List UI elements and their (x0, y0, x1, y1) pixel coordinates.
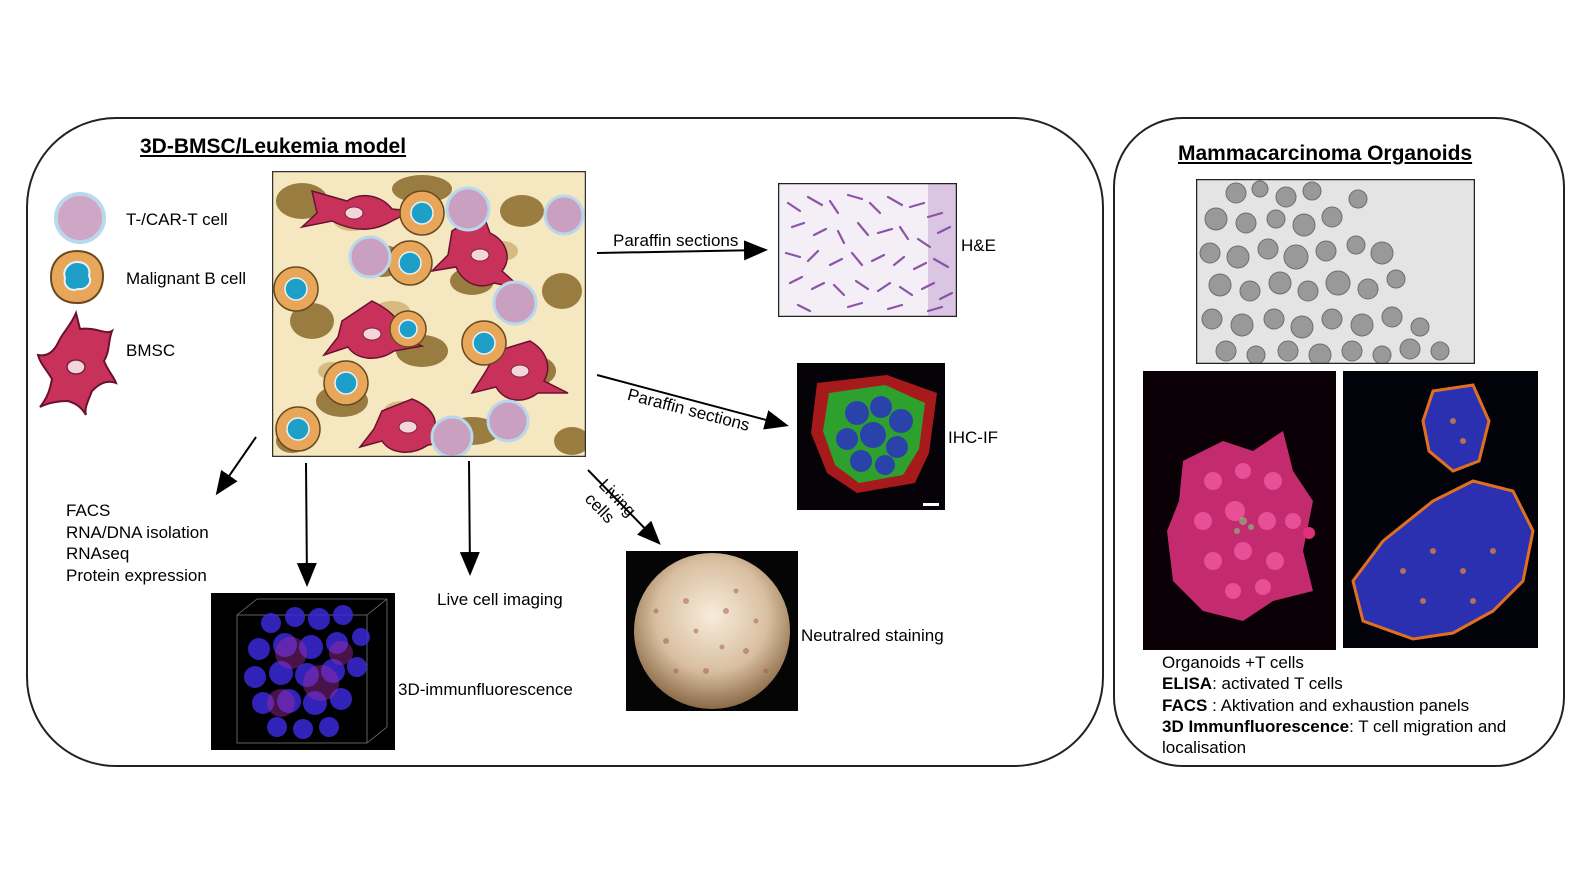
organoid-3d-if-image (1343, 371, 1538, 648)
assay-item: RNA/DNA isolation (66, 522, 209, 542)
arrow-to-neutralred (587, 469, 661, 545)
legend-label-bmsc: BMSC (126, 341, 176, 360)
caption-term-3d-if: 3D Immunfluorescence (1162, 716, 1350, 736)
organoids-title: Mammacarcinoma Organoids (1178, 142, 1473, 165)
leukemia-model-title: 3D-BMSC/Leukemia model (140, 135, 407, 158)
arrow-to-assays (215, 436, 257, 496)
malignant-b-cell-icon (49, 249, 105, 305)
label-paraffin-sections-top: Paraffin sections (613, 231, 739, 250)
legend-label-t-cell: T-/CAR-T cell (126, 210, 228, 229)
caption-line-organoids: Organoids +T cells (1162, 653, 1304, 672)
assay-list: FACS RNA/DNA isolation RNAseq Protein ex… (66, 500, 209, 586)
assay-item: Protein expression (66, 565, 207, 585)
he-stain-image (778, 183, 957, 317)
caption-text-facs: : Aktivation and exhaustion panels (1207, 695, 1470, 715)
label-neutralred: Neutralred staining (801, 626, 944, 645)
caption-line-3d-if: 3D Immunfluorescence: T cell migration a… (1162, 716, 1554, 759)
arrow-to-he (596, 240, 768, 261)
caption-text-elisa: : activated T cells (1212, 674, 1343, 694)
neutralred-image (626, 551, 798, 711)
arrow-to-ihc (596, 374, 789, 430)
bmsc-icon (36, 309, 118, 416)
organoid-brightfield-image (1196, 179, 1475, 364)
t-cell-icon (54, 192, 106, 244)
legend-label-malignant-b-cell: Malignant B cell (126, 269, 247, 288)
assay-item: FACS (66, 501, 111, 520)
label-3d-if: 3D-immunfluorescence (398, 680, 573, 699)
caption-text-3d-if: : T cell migration and localisation (1162, 716, 1507, 758)
ihc-if-image (797, 363, 945, 510)
organoid-tcell-image (1143, 371, 1336, 650)
caption-term-facs: FACS (1162, 695, 1208, 715)
arrow-to-3d-if (296, 462, 317, 587)
label-he: H&E (961, 236, 996, 255)
label-ihc-if: IHC-IF (948, 428, 999, 447)
caption-term-elisa: ELISA (1162, 674, 1213, 694)
3d-if-image (211, 593, 395, 750)
caption-line-elisa: ELISA: activated T cells (1162, 673, 1554, 694)
arrow-to-live-imaging (459, 460, 480, 576)
caption-line-facs: FACS : Aktivation and exhaustion panels (1162, 695, 1554, 716)
organoids-caption: Organoids +T cells ELISA: activated T ce… (1162, 652, 1554, 758)
assay-item: RNAseq (66, 544, 130, 563)
label-live-imaging: Live cell imaging (437, 590, 563, 609)
scaffold-illustration (272, 171, 586, 457)
